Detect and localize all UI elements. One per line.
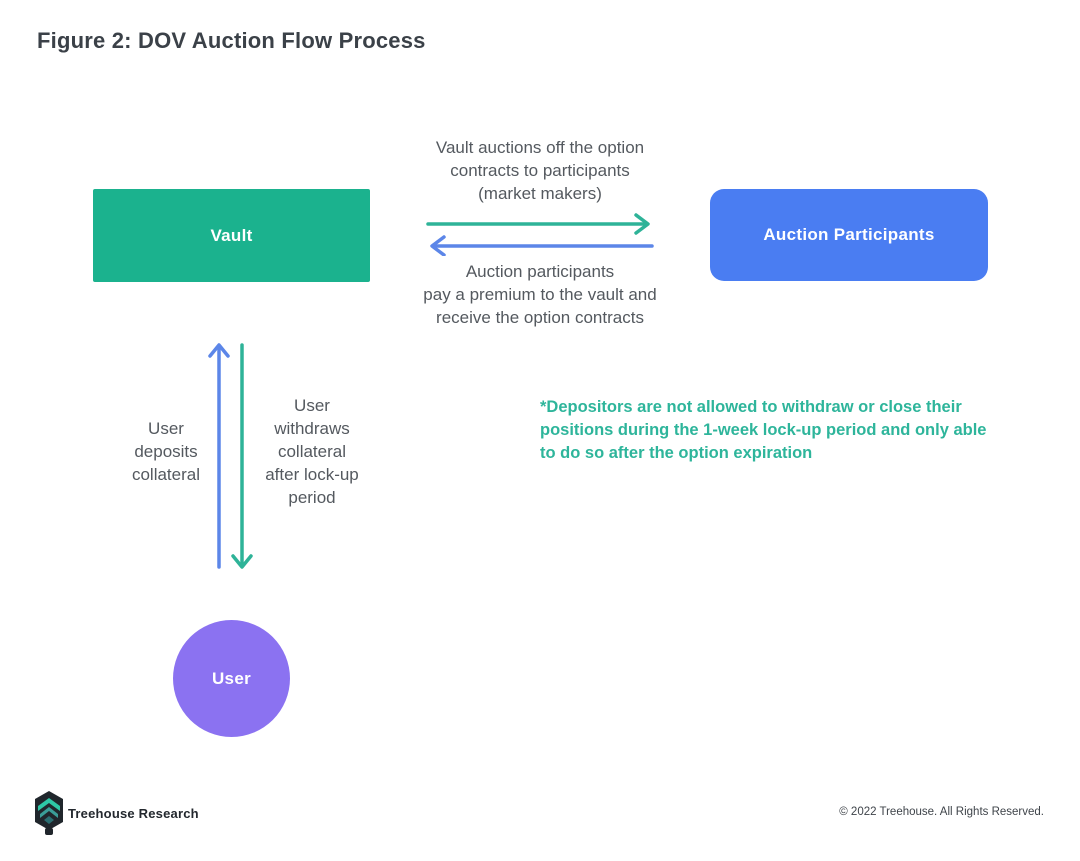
- treehouse-logo-icon: [35, 791, 63, 835]
- copyright-text: © 2022 Treehouse. All Rights Reserved.: [839, 806, 1044, 818]
- auction-participants-node: Auction Participants: [710, 189, 988, 281]
- user-node: User: [173, 620, 290, 737]
- auction-participants-node-label: Auction Participants: [763, 225, 935, 244]
- lockup-footnote: *Depositors are not allowed to withdraw …: [540, 398, 987, 462]
- vertical-flow-arrows: [208, 343, 253, 569]
- vault-node-label: Vault: [210, 225, 253, 245]
- user-deposits-caption: User deposits collateral: [131, 419, 201, 484]
- brand-name: Treehouse Research: [68, 806, 199, 821]
- horizontal-flow-arrows: [426, 213, 654, 256]
- arrow-left-icon: [430, 235, 654, 256]
- figure-title: Figure 2: DOV Auction Flow Process: [37, 28, 426, 53]
- arrow-right-icon: [426, 213, 650, 235]
- vault-to-participants-caption: Vault auctions off the option contracts …: [435, 138, 645, 203]
- vault-node: Vault: [93, 189, 370, 282]
- arrow-down-icon: [231, 343, 253, 569]
- participants-to-vault-caption: Auction participants pay a premium to th…: [423, 262, 657, 327]
- user-withdraws-caption: User withdraws collateral after lock-up …: [265, 396, 359, 507]
- arrow-up-icon: [208, 343, 230, 569]
- user-node-label: User: [211, 668, 251, 688]
